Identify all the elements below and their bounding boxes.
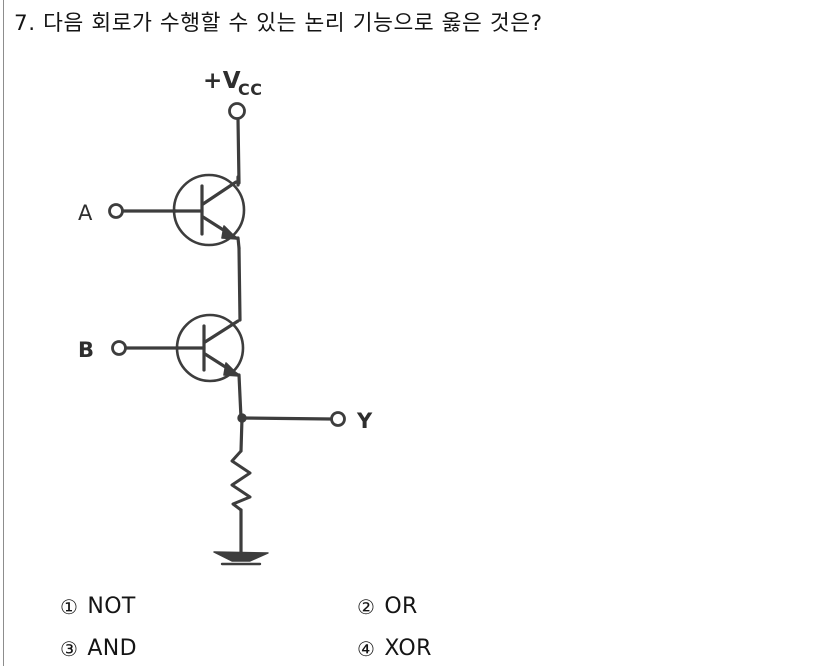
answer-choices: ① NOT ② OR ③ AND ④ XOR (0, 586, 826, 666)
choice-3-label: AND (87, 636, 137, 661)
input-a-label: A (78, 201, 93, 225)
output-y-terminal-circle (330, 411, 346, 427)
transistor-q2-emitter-arrow (223, 362, 240, 377)
choice-4-label: XOR (384, 636, 432, 661)
emitter-resistor-zigzag (230, 449, 252, 512)
question-stem: 7. 다음 회로가 수행할 수 있는 논리 기능으로 옳은 것은? (14, 11, 543, 36)
transistor-q2-collector-lead (203, 319, 240, 344)
output-y-label: Y (356, 409, 373, 433)
transistor-q1-collector-lead (201, 180, 238, 206)
page-left-rule (3, 0, 4, 666)
choice-1-label: NOT (87, 594, 136, 619)
choice-2-marker: ② (357, 595, 376, 619)
choice-4-marker: ④ (357, 637, 376, 661)
circuit-figure: +V CC A B Y (0, 52, 470, 582)
choice-option-3[interactable]: ③ AND (60, 636, 137, 662)
ground-symbol-wedge (213, 551, 269, 562)
transistor-q1-emitter-arrow (221, 225, 238, 240)
vcc-wire (236, 117, 241, 185)
vcc-subscript-label: CC (238, 80, 262, 99)
interstage-wire (237, 246, 242, 322)
choice-3-marker: ③ (60, 637, 79, 661)
input-a-terminal-circle (108, 203, 124, 219)
vcc-label: +V (203, 68, 241, 94)
input-b-label: B (78, 338, 95, 362)
choice-2-label: OR (384, 594, 418, 619)
choice-option-4[interactable]: ④ XOR (357, 636, 432, 662)
choice-1-marker: ① (60, 595, 79, 619)
vcc-terminal-circle (228, 102, 246, 120)
choice-option-1[interactable]: ① NOT (60, 594, 136, 620)
resistor-top-lead (239, 416, 244, 453)
output-y-wire (240, 416, 333, 421)
input-b-terminal-circle (111, 340, 127, 356)
choice-option-2[interactable]: ② OR (357, 594, 418, 620)
transistor-q1-emitter-stub (236, 236, 241, 250)
transistor-q2-emitter-stub (237, 373, 243, 420)
